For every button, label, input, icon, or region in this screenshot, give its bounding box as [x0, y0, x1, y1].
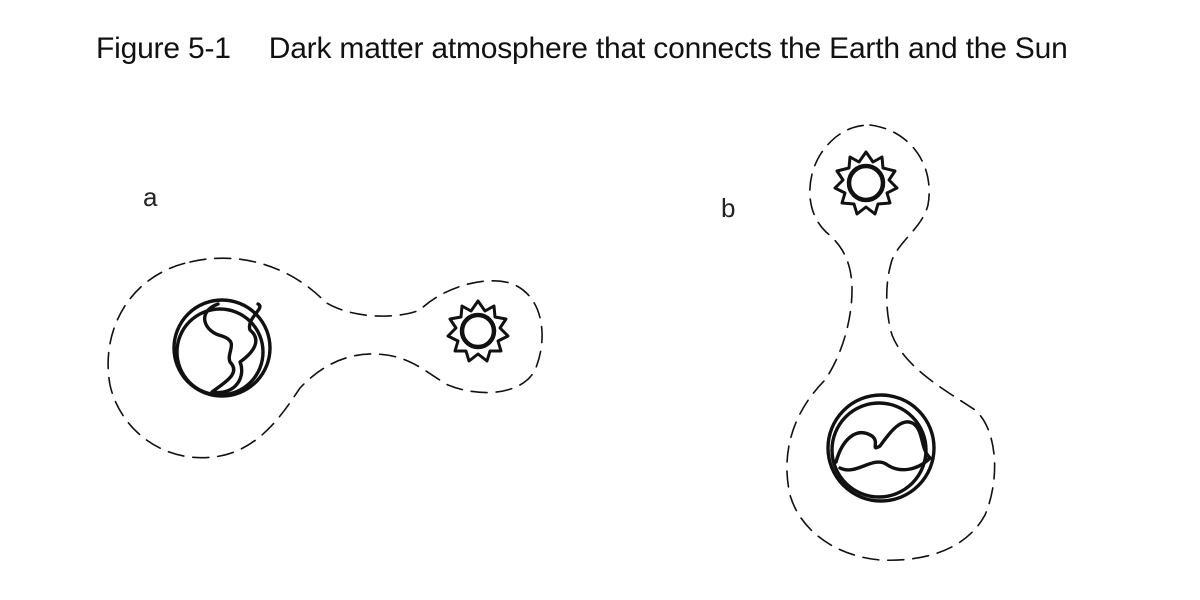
panel-a: [107, 257, 543, 459]
atmosphere-outline-b: [786, 124, 996, 562]
earth-icon: [826, 393, 936, 503]
figure-title: Dark matter atmosphere that connects the…: [268, 32, 1068, 65]
sun-icon: [446, 299, 510, 363]
panel-b-label: b: [721, 193, 736, 223]
atmosphere-outline-a: [107, 257, 543, 459]
figure-number: Figure 5-1: [96, 32, 231, 65]
panel-a-label: a: [143, 182, 158, 212]
sun-icon: [833, 150, 899, 216]
earth-icon: [172, 298, 272, 398]
figure-caption: Figure 5-1 Dark matter atmosphere that co…: [96, 32, 1068, 66]
panel-b: [786, 124, 996, 562]
